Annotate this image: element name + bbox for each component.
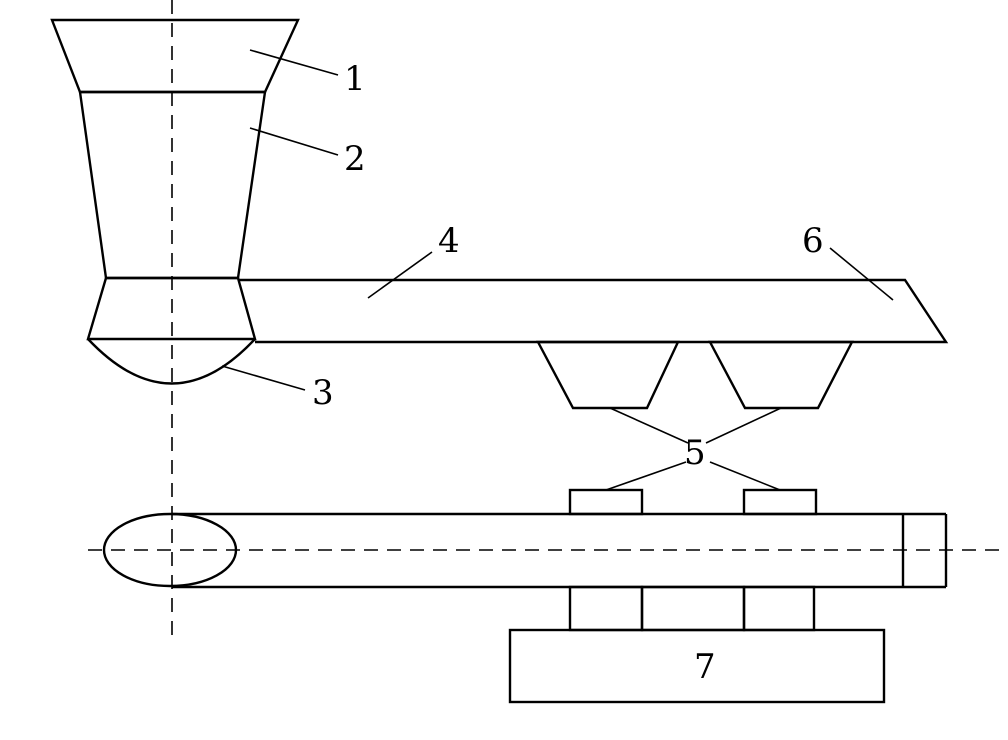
leader-2	[249, 127, 339, 156]
leader-6	[829, 247, 894, 301]
label-1: 1	[344, 59, 366, 99]
label-4: 4	[438, 221, 460, 261]
part-1-funnel-top	[50, 18, 300, 94]
leader-1	[249, 49, 339, 76]
label-3: 3	[312, 373, 334, 413]
support-right	[742, 585, 816, 632]
label-5: 5	[684, 433, 706, 473]
leader-5-lower-right	[709, 461, 781, 491]
support-middle	[640, 585, 746, 632]
support-left	[568, 585, 644, 632]
label-6: 6	[802, 221, 824, 261]
leader-4	[367, 251, 433, 299]
label-2: 2	[344, 139, 366, 179]
part-5-lower-block-left	[568, 488, 644, 516]
leader-3	[221, 365, 306, 391]
part-3-dome	[87, 338, 256, 385]
part-7-base	[508, 628, 886, 704]
label-7: 7	[694, 647, 716, 687]
leader-5-upper-right	[705, 407, 782, 444]
part-5-upper-block-left	[536, 340, 680, 410]
leader-5-upper-left	[609, 407, 689, 444]
part-4-arm	[238, 278, 949, 344]
leader-5-lower-left	[605, 461, 687, 491]
part-5-upper-block-right	[708, 340, 854, 410]
part-5-lower-block-right	[742, 488, 818, 516]
